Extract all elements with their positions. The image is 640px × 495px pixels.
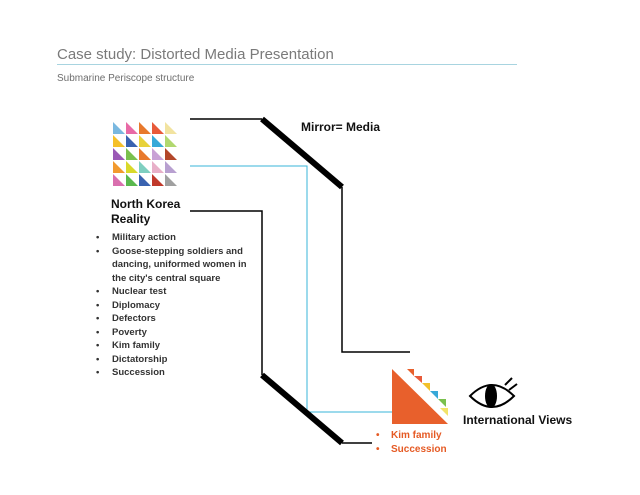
- north-korea-label-line2: Reality: [111, 212, 151, 226]
- grid-triangle: [139, 161, 151, 173]
- list-item: Military action: [96, 231, 256, 245]
- grid-triangle: [113, 135, 125, 147]
- grid-triangle: [165, 122, 177, 134]
- list-item: Diplomacy: [96, 299, 256, 313]
- grid-triangle: [139, 122, 151, 134]
- list-item: Dictatorship: [96, 353, 256, 367]
- list-item: Succession: [376, 443, 447, 457]
- page-subtitle: Submarine Periscope structure: [57, 73, 195, 84]
- media-output-list: Kim family Succession: [376, 429, 447, 456]
- grid-triangle: [139, 135, 151, 147]
- grid-triangle: [152, 135, 164, 147]
- upper-mirror: [260, 116, 344, 190]
- eye-icon: [468, 377, 518, 408]
- list-item: Succession: [96, 366, 256, 380]
- grid-triangle: [152, 148, 164, 160]
- grid-triangle: [165, 135, 177, 147]
- grid-triangle: [113, 174, 125, 186]
- list-item: Defectors: [96, 312, 256, 326]
- grid-triangle: [126, 135, 138, 147]
- north-korea-reality-label: North Korea Reality: [111, 197, 180, 227]
- grid-triangle: [152, 174, 164, 186]
- grid-triangle: [165, 174, 177, 186]
- international-views-label: International Views: [463, 413, 573, 427]
- grid-triangle: [113, 122, 125, 134]
- grid-triangle: [126, 122, 138, 134]
- reality-color-grid: [113, 122, 177, 186]
- list-item: Goose-stepping soldiers and dancing, uni…: [96, 245, 256, 286]
- grid-triangle: [165, 148, 177, 160]
- reality-list: Military action Goose-stepping soldiers …: [96, 231, 256, 380]
- page-title: Case study: Distorted Media Presentation: [57, 46, 334, 63]
- periscope-left-wall: [190, 210, 263, 375]
- grid-triangle: [126, 148, 138, 160]
- periscope-right-wall: [341, 187, 410, 353]
- grid-triangle: [139, 148, 151, 160]
- list-item: Kim family: [376, 429, 447, 443]
- grid-triangle: [113, 161, 125, 173]
- grid-triangle: [152, 122, 164, 134]
- list-item: Poverty: [96, 326, 256, 340]
- lower-mirror: [260, 372, 344, 446]
- grid-triangle: [126, 174, 138, 186]
- list-item: Nuclear test: [96, 285, 256, 299]
- grid-triangle: [139, 174, 151, 186]
- title-divider: [57, 64, 517, 65]
- grid-triangle: [165, 161, 177, 173]
- grid-triangle: [152, 161, 164, 173]
- mirror-media-label: Mirror= Media: [301, 120, 381, 134]
- light-path: [190, 165, 400, 413]
- grid-triangle: [126, 161, 138, 173]
- list-item: Kim family: [96, 339, 256, 353]
- north-korea-label-line1: North Korea: [111, 197, 181, 211]
- media-output-triangle: [392, 369, 448, 424]
- grid-triangle: [113, 148, 125, 160]
